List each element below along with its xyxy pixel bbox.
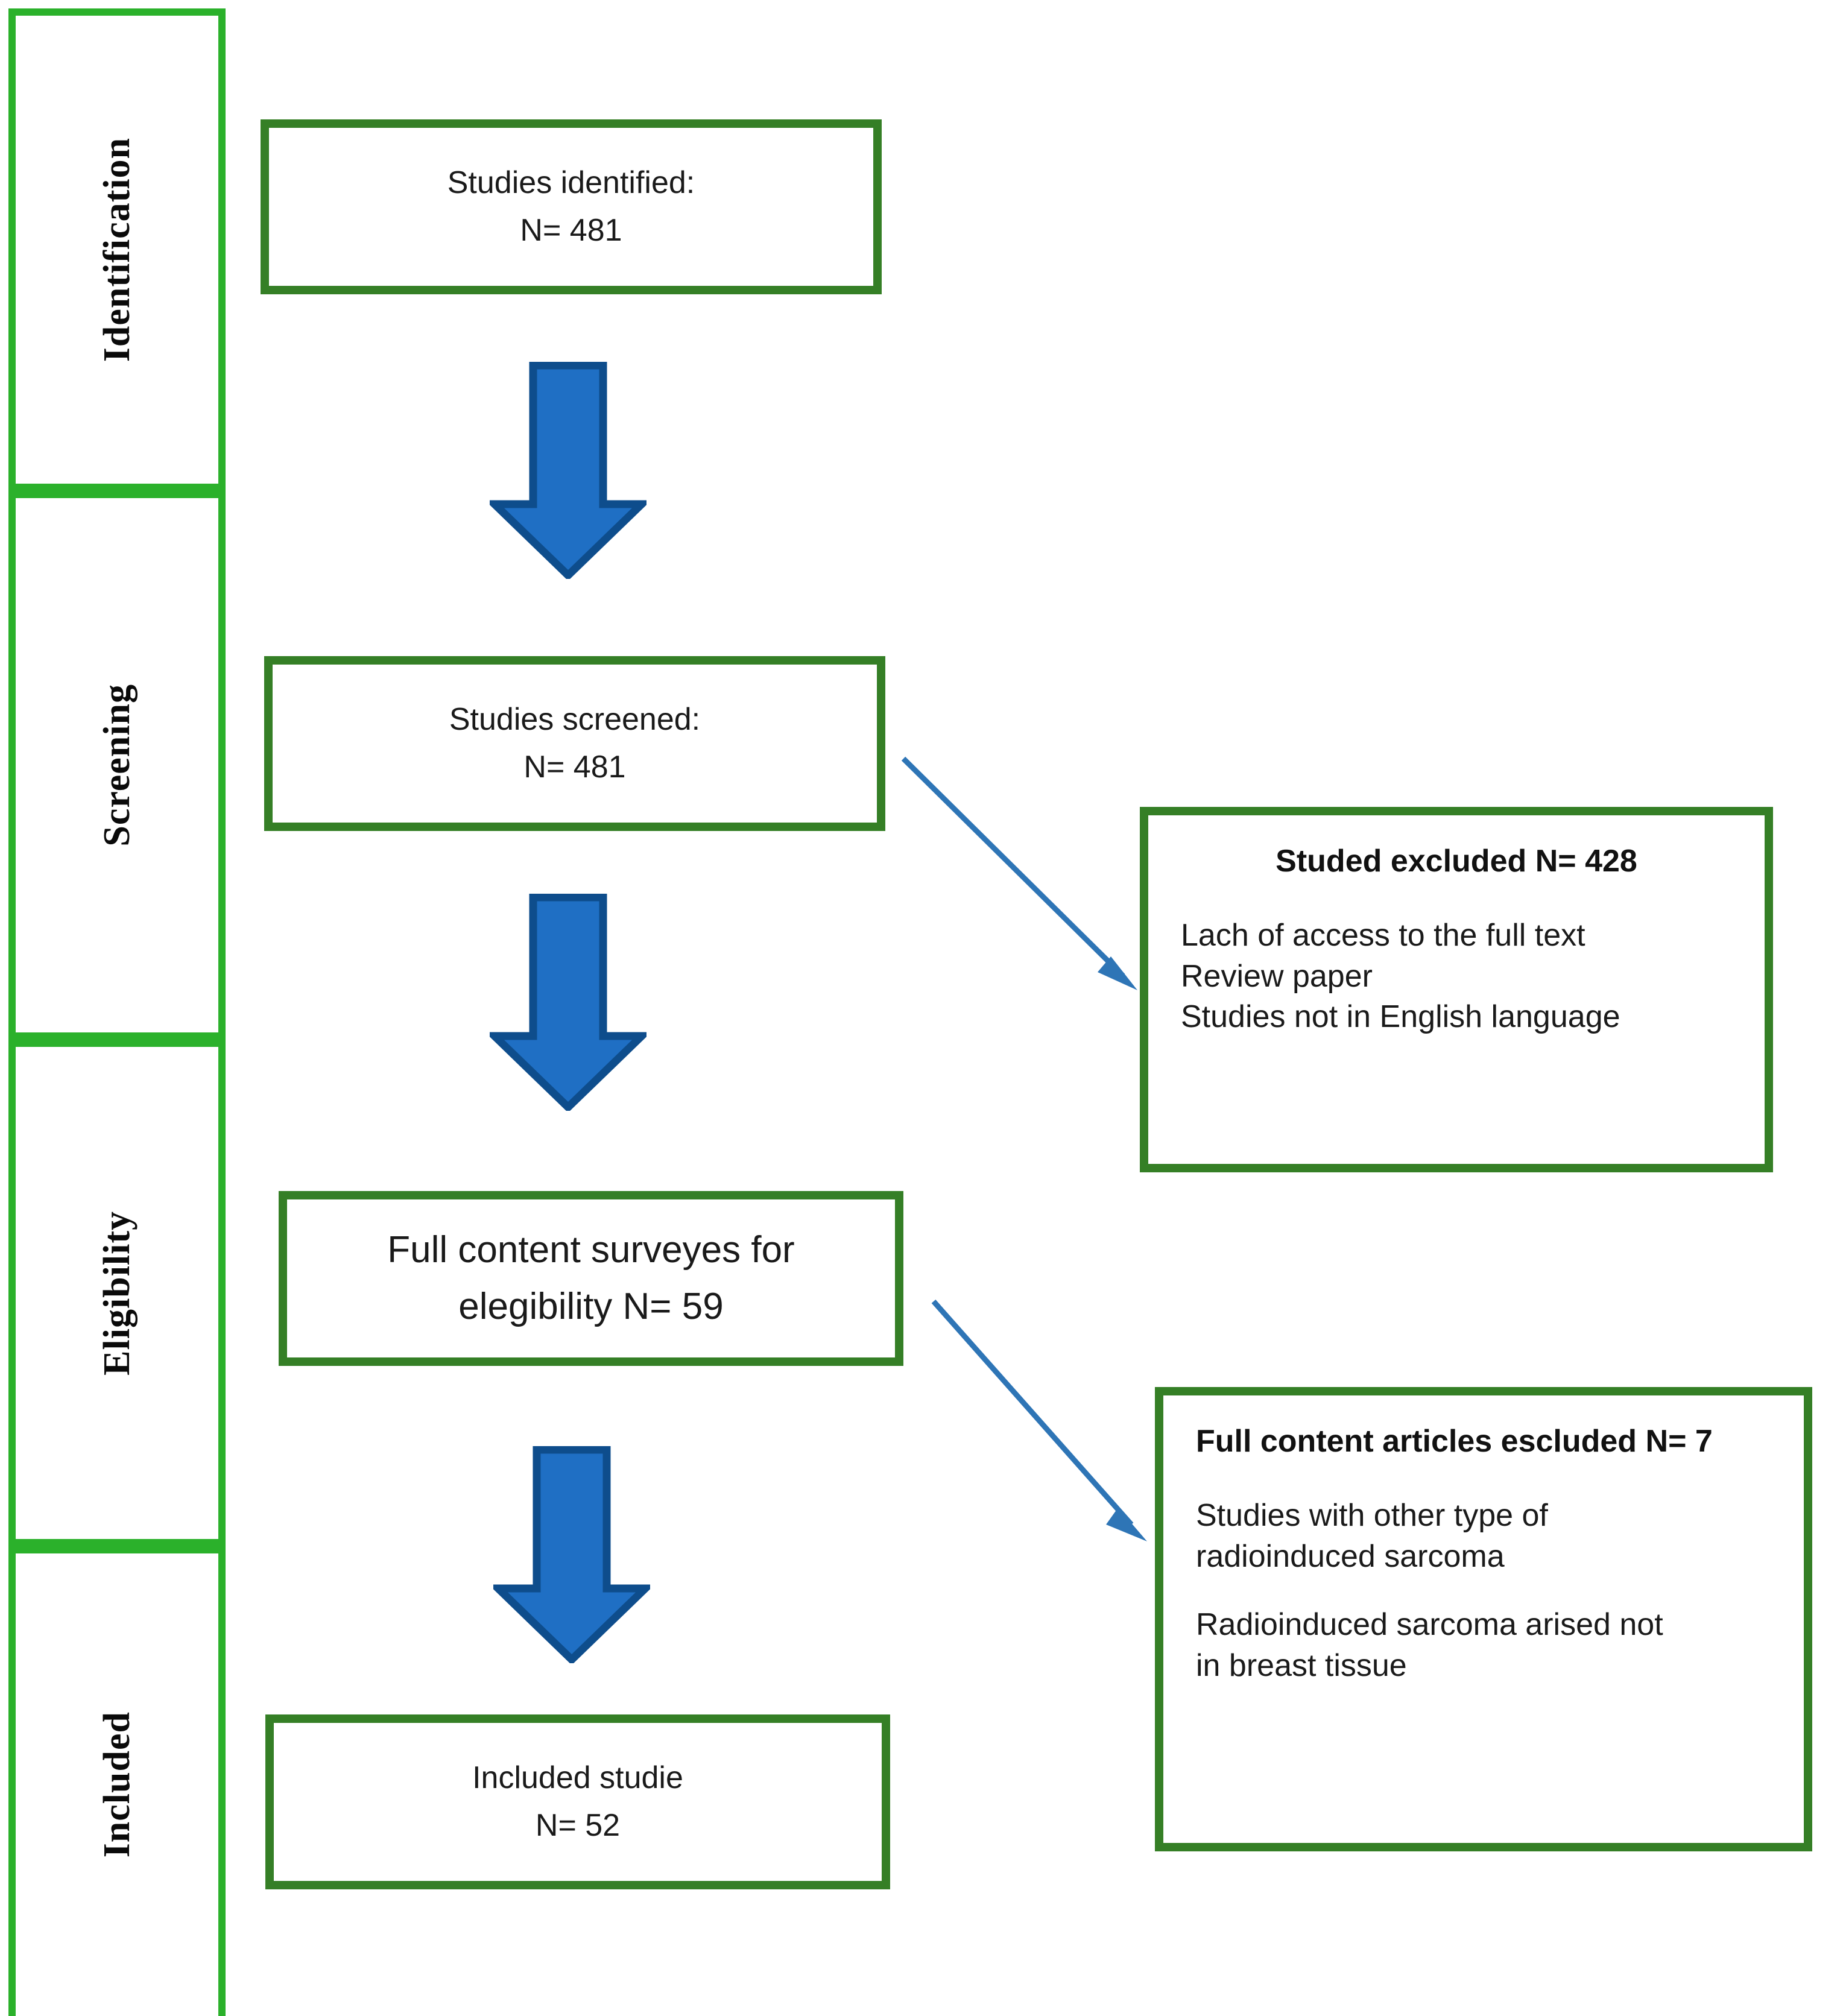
fulltext-exclusion-reason: Radioinduced sarcoma arised not xyxy=(1196,1607,1663,1643)
box-studies-screened-line2: N= 481 xyxy=(523,750,626,785)
fulltext-exclusions-title: Full content articles escluded N= 7 xyxy=(1196,1424,1713,1459)
stage-cell-identification: Identification xyxy=(8,8,226,491)
stage-label-included: Included xyxy=(96,1711,138,1858)
box-studies-screened-line1: Studies screened: xyxy=(449,701,701,737)
screening-exclusion-reason: Review paper xyxy=(1181,958,1373,994)
stage-label-eligibility: Eligibility xyxy=(96,1210,138,1376)
box-full-content-eligibility-line1: Full content surveyes for xyxy=(387,1228,795,1271)
diagonal-arrow-to-fulltext-exclusions xyxy=(931,1300,1147,1541)
stage-cell-included: Included xyxy=(8,1546,226,2016)
fulltext-exclusion-reason: in breast tissue xyxy=(1196,1648,1407,1683)
screening-exclusions-reasons: Lach of access to the full text Review p… xyxy=(1181,915,1732,1038)
screening-exclusions-title: Studed excluded N= 428 xyxy=(1276,844,1637,879)
down-block-arrow-3 xyxy=(493,1446,650,1663)
box-studies-identified: Studies identified: N= 481 xyxy=(261,119,882,294)
stage-label-identification: Identification xyxy=(96,137,138,362)
box-included-studies-line1: Included studie xyxy=(472,1760,683,1795)
box-full-content-eligibility: Full content surveyes for elegibility N=… xyxy=(279,1191,903,1366)
box-screening-exclusions: Studed excluded N= 428 Lach of access to… xyxy=(1140,807,1773,1172)
box-studies-screened: Studies screened: N= 481 xyxy=(264,656,885,831)
box-included-studies-line2: N= 52 xyxy=(535,1808,621,1843)
down-block-arrow-2 xyxy=(490,894,646,1111)
stage-cell-screening: Screening xyxy=(8,491,226,1040)
stage-label-screening: Screening xyxy=(96,684,138,847)
stage-cell-eligibility: Eligibility xyxy=(8,1040,226,1546)
box-studies-identified-line1: Studies identified: xyxy=(447,165,695,200)
box-included-studies: Included studie N= 52 xyxy=(265,1714,890,1889)
diagonal-arrow-to-screening-exclusions xyxy=(901,756,1137,990)
stage-rail: Identification Screening Eligibility Inc… xyxy=(8,0,226,2016)
fulltext-exclusion-reason: radioinduced sarcoma xyxy=(1196,1538,1505,1574)
fulltext-exclusions-reasons: Studies with other type of radioinduced … xyxy=(1196,1496,1771,1686)
screening-exclusion-reason: Studies not in English language xyxy=(1181,999,1620,1035)
fulltext-exclusion-reason: Studies with other type of xyxy=(1196,1498,1548,1533)
box-fulltext-exclusions: Full content articles escluded N= 7 Stud… xyxy=(1155,1387,1812,1851)
down-block-arrow-1 xyxy=(490,362,646,579)
box-studies-identified-line2: N= 481 xyxy=(520,213,622,248)
screening-exclusion-reason: Lach of access to the full text xyxy=(1181,918,1585,953)
box-full-content-eligibility-line2: elegibility N= 59 xyxy=(458,1286,724,1327)
